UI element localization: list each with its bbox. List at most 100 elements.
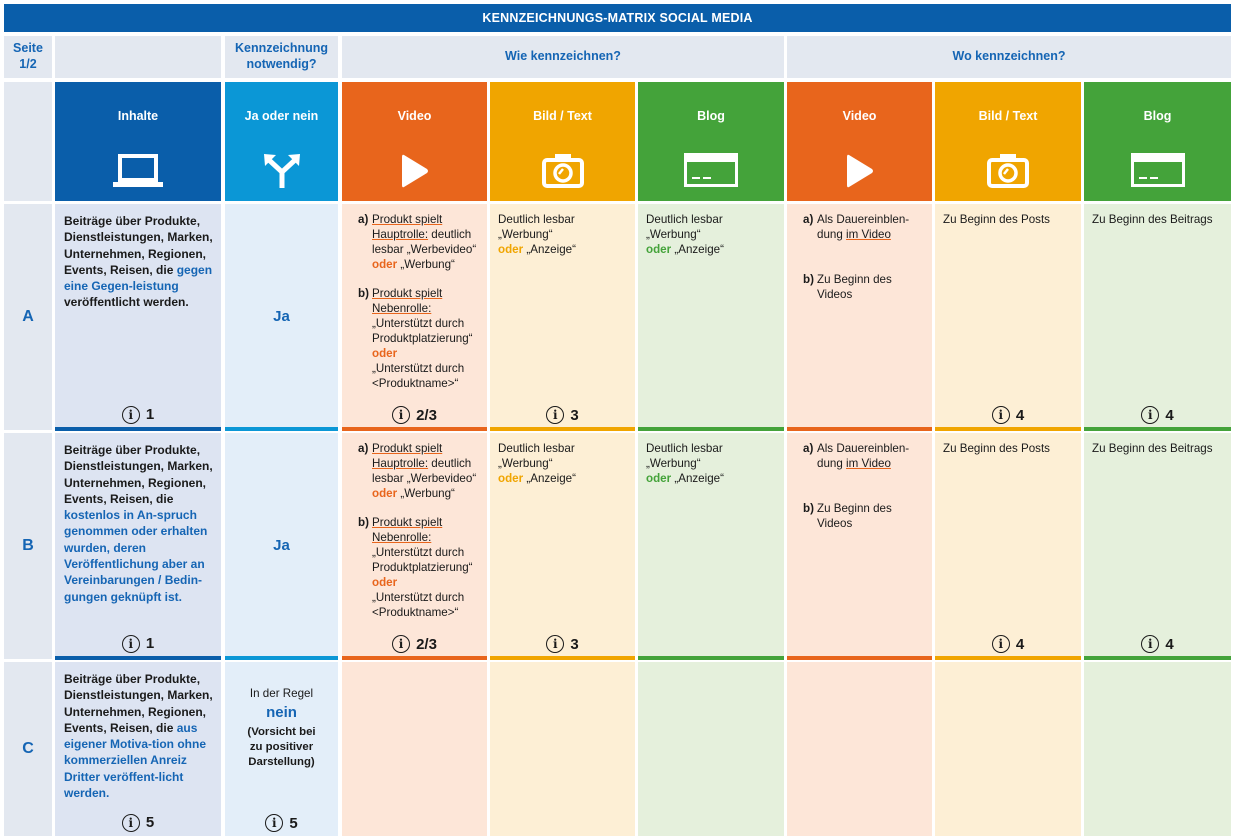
ref-number: 4 (1015, 406, 1025, 424)
row-b-answer-cell: Ja (225, 433, 338, 659)
row-c-desc-text: Beiträge über Produkte, Dienstleistungen… (64, 672, 213, 735)
info-circle-icon: i (991, 635, 1010, 653)
row-a-divider-inhalte (55, 427, 221, 431)
info-circle-icon: i (121, 406, 140, 424)
row-a-desc-text: Beiträge über Produkte, Dienstleistungen… (64, 214, 213, 277)
oder-text: oder (498, 472, 524, 485)
video-hauptrolle-label: Produkt spielt Hauptrolle: (372, 442, 443, 470)
column-label-wo-video: Video (842, 109, 877, 123)
column-label-wo-blog: Blog (1143, 109, 1172, 123)
row-a-answer: Ja (273, 308, 290, 325)
blog-text: Deutlich lesbar „Werbung“ (646, 213, 723, 241)
page-indicator-text: Seite 1/2 (13, 41, 43, 71)
oder-text: oder (498, 243, 524, 256)
video-nebenrolle-text2: „Unterstützt durch <Produktname>“ (372, 362, 465, 390)
video-nebenrolle-text: „Unterstützt durch Produktplatzierung“ (372, 546, 473, 574)
ref-number: 1 (145, 634, 155, 652)
ref-number: 4 (1165, 635, 1174, 653)
row-b-desc-text: Beiträge über Produkte, Dienstleistungen… (64, 443, 213, 506)
wo-video-underline: im Video (846, 457, 891, 470)
wo-blog-text: Zu Beginn des Beitrags (1092, 442, 1213, 455)
bild-text2: „Anzeige“ (523, 243, 576, 256)
row-b-divider-wo-video (787, 656, 932, 660)
column-label-wo-bildtext: Bild / Text (978, 109, 1038, 123)
row-c-wie-bildtext (490, 662, 635, 836)
ref-number: 2/3 (416, 635, 437, 653)
row-c-wie-blog (638, 662, 784, 836)
info-circle-icon: i (1141, 635, 1160, 653)
video-nebenrolle-label: Produkt spielt Nebenrolle: (372, 287, 443, 315)
list-key: a) (358, 213, 369, 226)
row-a-divider-video (342, 427, 487, 431)
header-wie-kennzeichnen: Wie kennzeichnen? (342, 36, 784, 78)
laptop-icon (111, 154, 165, 191)
video-hauptrolle-text2: „Werbung“ (397, 487, 455, 500)
camera-icon (541, 152, 585, 191)
row-a-divider-wo-bild (935, 427, 1081, 431)
row-b-wie-video: a)Produkt spielt Hauptrolle: deutlich le… (342, 433, 487, 659)
info-circle-icon: i (1141, 406, 1160, 424)
page-indicator: Seite 1/2 (4, 36, 52, 78)
row-a-wo-video: a)Als Dauereinblen-dung im Video b)Zu Be… (787, 204, 932, 430)
info-circle-icon: i (392, 406, 411, 424)
video-nebenrolle-text2: „Unterstützt durch <Produktname>“ (372, 591, 465, 619)
blog-text2: „Anzeige“ (671, 243, 724, 256)
row-b-wo-video: a)Als Dauereinblen-dung im Video b)Zu Be… (787, 433, 932, 659)
play-icon (400, 152, 430, 193)
video-nebenrolle-text: „Unterstützt durch Produktplatzierung“ (372, 317, 473, 345)
row-a-divider-wo-video (787, 427, 932, 431)
row-a-wie-bildtext: Deutlich lesbar „Werbung“oder „Anzeige“ … (490, 204, 635, 430)
row-c-wie-video (342, 662, 487, 836)
oder-text: oder (372, 487, 398, 500)
video-hauptrolle-text2: „Werbung“ (397, 258, 455, 271)
row-label-a: A (4, 204, 52, 430)
browser-window-icon (683, 152, 739, 191)
row-c-wo-blog (1084, 662, 1231, 836)
row-b-divider-inhalte (55, 656, 221, 660)
column-label-inhalte: Inhalte (117, 109, 159, 123)
header-empty (55, 36, 221, 78)
video-hauptrolle-text: deutlich lesbar „Werbevideo“ (372, 457, 477, 485)
info-circle-icon: i (546, 635, 565, 653)
corner-cell (4, 82, 52, 201)
info-circle-icon: i (546, 406, 565, 424)
ref-number: 4 (1165, 406, 1174, 424)
browser-window-icon (1130, 152, 1186, 191)
row-a-divider-blog (638, 427, 784, 431)
column-header-wie-video: Video (342, 82, 487, 201)
bild-text2: „Anzeige“ (523, 472, 576, 485)
row-a-answer-cell: Ja (225, 204, 338, 430)
row-c-description: Beiträge über Produkte, Dienstleistungen… (55, 662, 221, 836)
oder-text: oder (372, 347, 398, 360)
column-header-wo-blog: Blog (1084, 82, 1231, 201)
list-key: b) (358, 516, 369, 529)
column-header-wie-bildtext: Bild / Text (490, 82, 635, 201)
camera-icon (986, 152, 1030, 191)
column-label-ja-nein: Ja oder nein (244, 109, 319, 123)
row-a-divider-answer (225, 427, 338, 431)
row-c-answer-pre: In der Regel (249, 687, 314, 700)
column-header-wie-blog: Blog (638, 82, 784, 201)
blog-text2: „Anzeige“ (671, 472, 724, 485)
row-label-c: C (4, 662, 52, 836)
list-key: b) (358, 287, 369, 300)
column-label-wie-bildtext: Bild / Text (533, 109, 592, 123)
wo-video-text2: Zu Beginn des Videos (817, 502, 892, 530)
row-b-answer: Ja (273, 537, 290, 554)
fork-arrow-icon (262, 152, 302, 193)
ref-number: 1 (145, 405, 155, 423)
ref-number: 5 (145, 813, 155, 831)
row-c-wo-bildtext (935, 662, 1081, 836)
wo-bild-text: Zu Beginn des Posts (943, 442, 1050, 455)
row-a-desc-text-end: veröffentlicht werden. (64, 295, 189, 310)
row-a-divider-wo-blog (1084, 427, 1231, 431)
